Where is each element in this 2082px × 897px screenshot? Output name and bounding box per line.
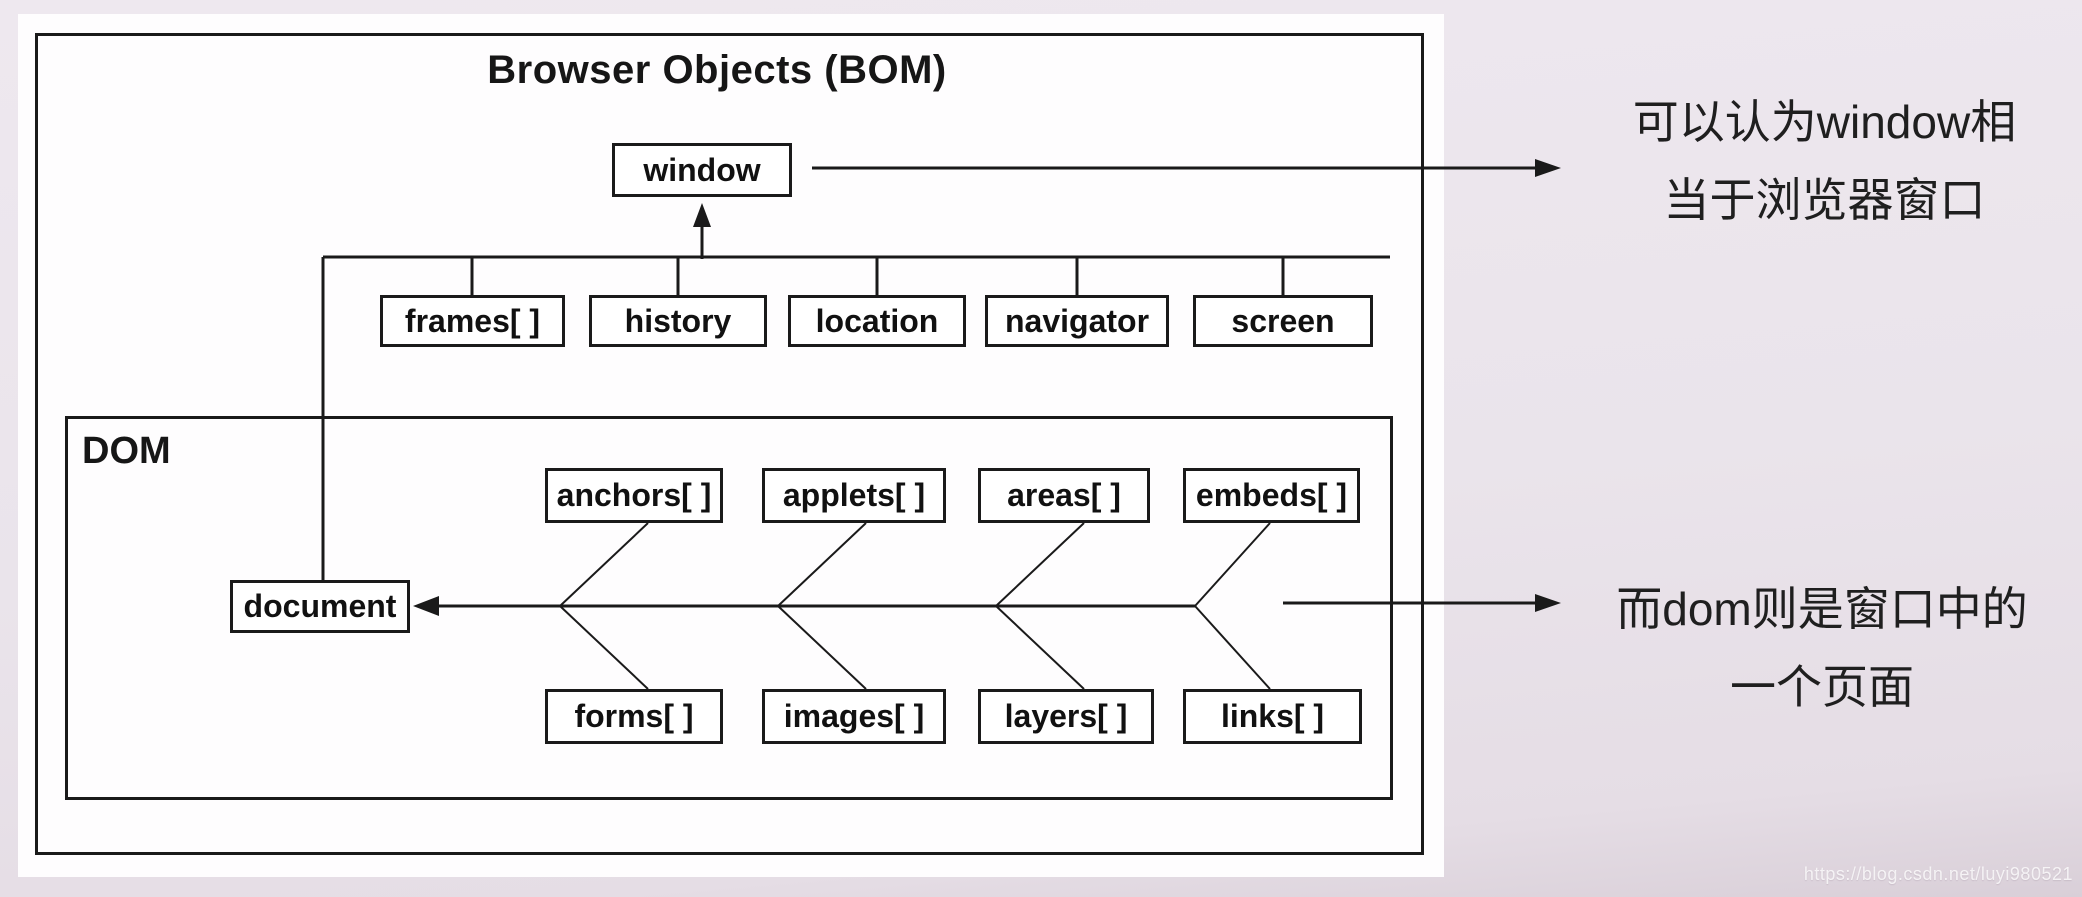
dom-frame: [65, 416, 1393, 800]
node-layers: layers[ ]: [978, 689, 1154, 744]
dom-annotation-line1: 而dom则是窗口中的: [1616, 583, 2028, 635]
node-navigator: navigator: [985, 295, 1169, 347]
watermark-url: https://blog.csdn.net/luyi980521: [1803, 864, 2073, 884]
diagram-title: Browser Objects (BOM): [487, 48, 947, 92]
node-embeds: embeds[ ]: [1183, 468, 1360, 523]
node-screen: screen: [1193, 295, 1373, 347]
node-areas: areas[ ]: [978, 468, 1150, 523]
node-images: images[ ]: [762, 689, 946, 744]
node-frames: frames[ ]: [380, 295, 565, 347]
dom-label: DOM: [82, 430, 171, 472]
dom-annotation-arrowhead: [1535, 594, 1561, 612]
node-location: location: [788, 295, 966, 347]
node-history: history: [589, 295, 767, 347]
dom-annotation: 而dom则是窗口中的 一个页面: [1562, 570, 2082, 726]
bom-frame: [35, 33, 1424, 855]
node-document: document: [230, 580, 410, 633]
node-forms: forms[ ]: [545, 689, 723, 744]
window-annotation: 可以认为window相 当于浏览器窗口: [1572, 83, 2077, 239]
node-applets: applets[ ]: [762, 468, 946, 523]
node-window: window: [612, 143, 792, 197]
node-links: links[ ]: [1183, 689, 1362, 744]
window-annotation-line1: 可以认为window相: [1632, 96, 2017, 148]
node-anchors: anchors[ ]: [545, 468, 723, 523]
window-annotation-line2: 当于浏览器窗口: [1663, 174, 1986, 226]
dom-annotation-line2: 一个页面: [1730, 661, 1914, 713]
window-annotation-arrowhead: [1535, 159, 1561, 177]
